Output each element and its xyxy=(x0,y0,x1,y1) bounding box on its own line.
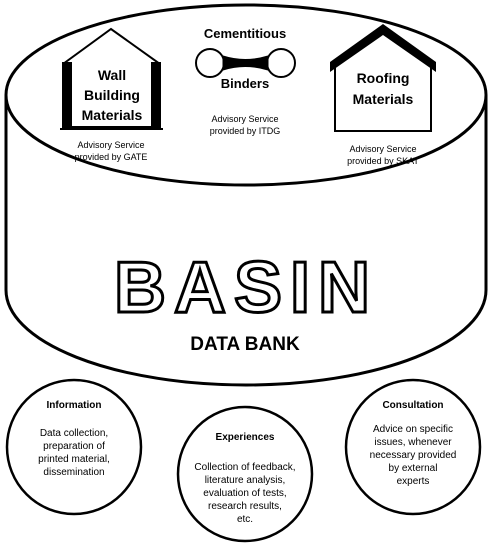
wall-building-materials-house: Wall Building Materials Advisory Service… xyxy=(60,27,163,162)
wall-service-line-2: provided by GATE xyxy=(75,152,148,162)
wall-title-line-2: Building xyxy=(84,87,140,103)
roofing-title-line-2: Materials xyxy=(353,91,414,107)
consultation-circle: Consultation Advice on specific issues, … xyxy=(344,378,482,516)
binders-service-line-1: Advisory Service xyxy=(211,114,278,124)
consultation-line-5: experts xyxy=(397,476,430,487)
consultation-line-2: issues, whenever xyxy=(374,437,452,448)
roof-band xyxy=(330,24,436,72)
wall-service-line-1: Advisory Service xyxy=(77,140,144,150)
roofing-title-line-1: Roofing xyxy=(357,70,410,86)
consultation-circle-outline xyxy=(344,378,482,516)
consultation-line-1: Advice on specific xyxy=(373,424,453,435)
data-bank-subtitle: DATA BANK xyxy=(190,334,300,355)
binder-left-circle xyxy=(195,48,225,78)
wall-house-left-wall xyxy=(62,62,72,128)
cementitious-binders-group: Cementitious Binders Advisory Service pr… xyxy=(195,26,296,136)
binders-title-top: Cementitious xyxy=(204,26,286,41)
experiences-circle-outline xyxy=(176,405,314,543)
information-circle-outline xyxy=(5,378,143,516)
information-line-1: Data collection, xyxy=(40,428,108,439)
basin-title: BASIN xyxy=(114,248,378,328)
experiences-title: Experiences xyxy=(216,432,275,443)
experiences-line-5: etc. xyxy=(237,514,253,525)
information-title: Information xyxy=(47,400,102,411)
binder-right-circle xyxy=(266,48,296,78)
wall-title-line-3: Materials xyxy=(82,107,143,123)
roofing-materials-house: Roofing Materials Advisory Service provi… xyxy=(330,24,436,166)
binders-service-line-2: provided by ITDG xyxy=(210,126,281,136)
information-line-2: preparation of xyxy=(43,441,105,452)
data-bank-cylinder xyxy=(4,3,488,387)
experiences-line-1: Collection of feedback, xyxy=(194,462,295,473)
information-line-3: printed material, xyxy=(38,454,110,465)
experiences-line-4: research results, xyxy=(208,501,282,512)
consultation-title: Consultation xyxy=(382,400,443,411)
binder-bridge xyxy=(222,55,269,71)
experiences-line-2: literature analysis, xyxy=(205,475,286,486)
information-circle: Information Data collection, preparation… xyxy=(5,378,143,516)
roofing-service-line-2: provided by SKAT xyxy=(347,156,419,166)
consultation-line-3: necessary provided xyxy=(370,450,457,461)
binders-title-bottom: Binders xyxy=(221,76,269,91)
consultation-line-4: by external xyxy=(389,463,438,474)
roofing-service-line-1: Advisory Service xyxy=(349,144,416,154)
experiences-line-3: evaluation of tests, xyxy=(203,488,286,499)
cylinder-body xyxy=(4,95,488,387)
cylinder-top-ellipse xyxy=(4,3,488,187)
wall-house-right-wall xyxy=(151,62,161,128)
information-line-4: dissemination xyxy=(43,467,104,478)
wall-title-line-1: Wall xyxy=(98,67,126,83)
experiences-circle: Experiences Collection of feedback, lite… xyxy=(176,405,314,543)
